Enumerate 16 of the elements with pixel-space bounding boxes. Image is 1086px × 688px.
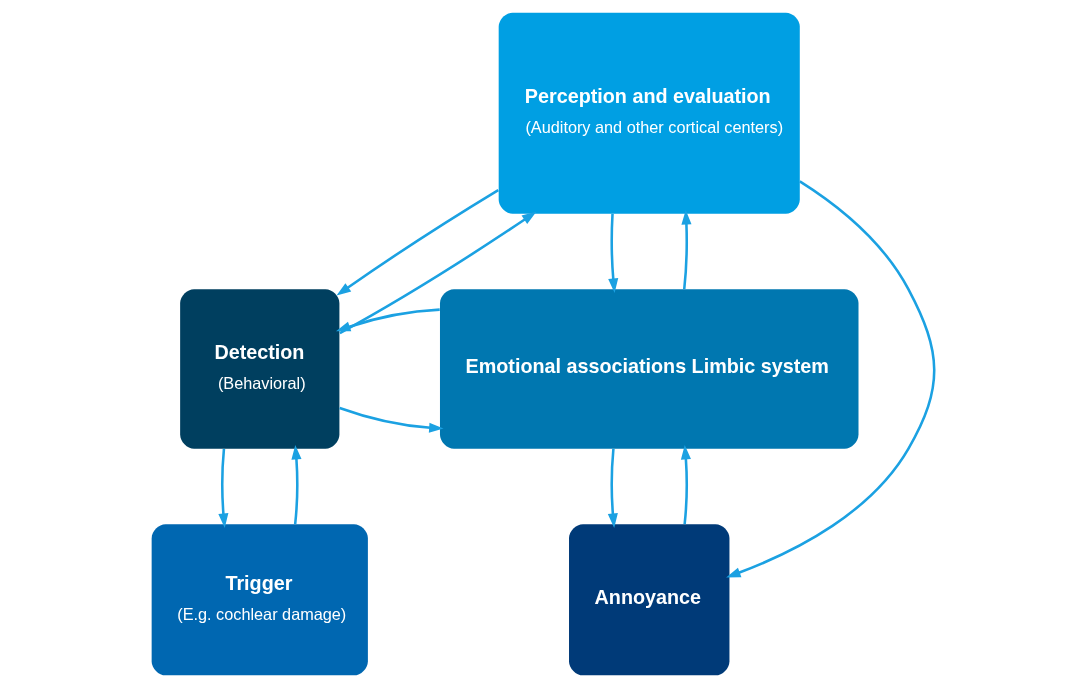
arrow	[726, 180, 936, 578]
arrow	[608, 213, 619, 293]
arrow	[218, 448, 229, 528]
arrow	[335, 308, 440, 332]
node-box: Detection (Behavioral)	[180, 289, 340, 449]
arrow	[336, 189, 499, 296]
arrow	[680, 444, 691, 525]
node-box: Perception and evaluation (Auditory and other cortical centers)	[498, 12, 800, 214]
arrow	[607, 448, 618, 528]
node-box: Trigger (E.g. cochlear damage)	[151, 524, 368, 676]
arrow	[339, 406, 444, 433]
arrow	[339, 211, 537, 335]
arrow	[291, 444, 302, 525]
node-box: Annoyance	[569, 524, 730, 676]
arrow	[681, 209, 692, 290]
node-box: Emotional associations Limbic system	[439, 289, 859, 449]
